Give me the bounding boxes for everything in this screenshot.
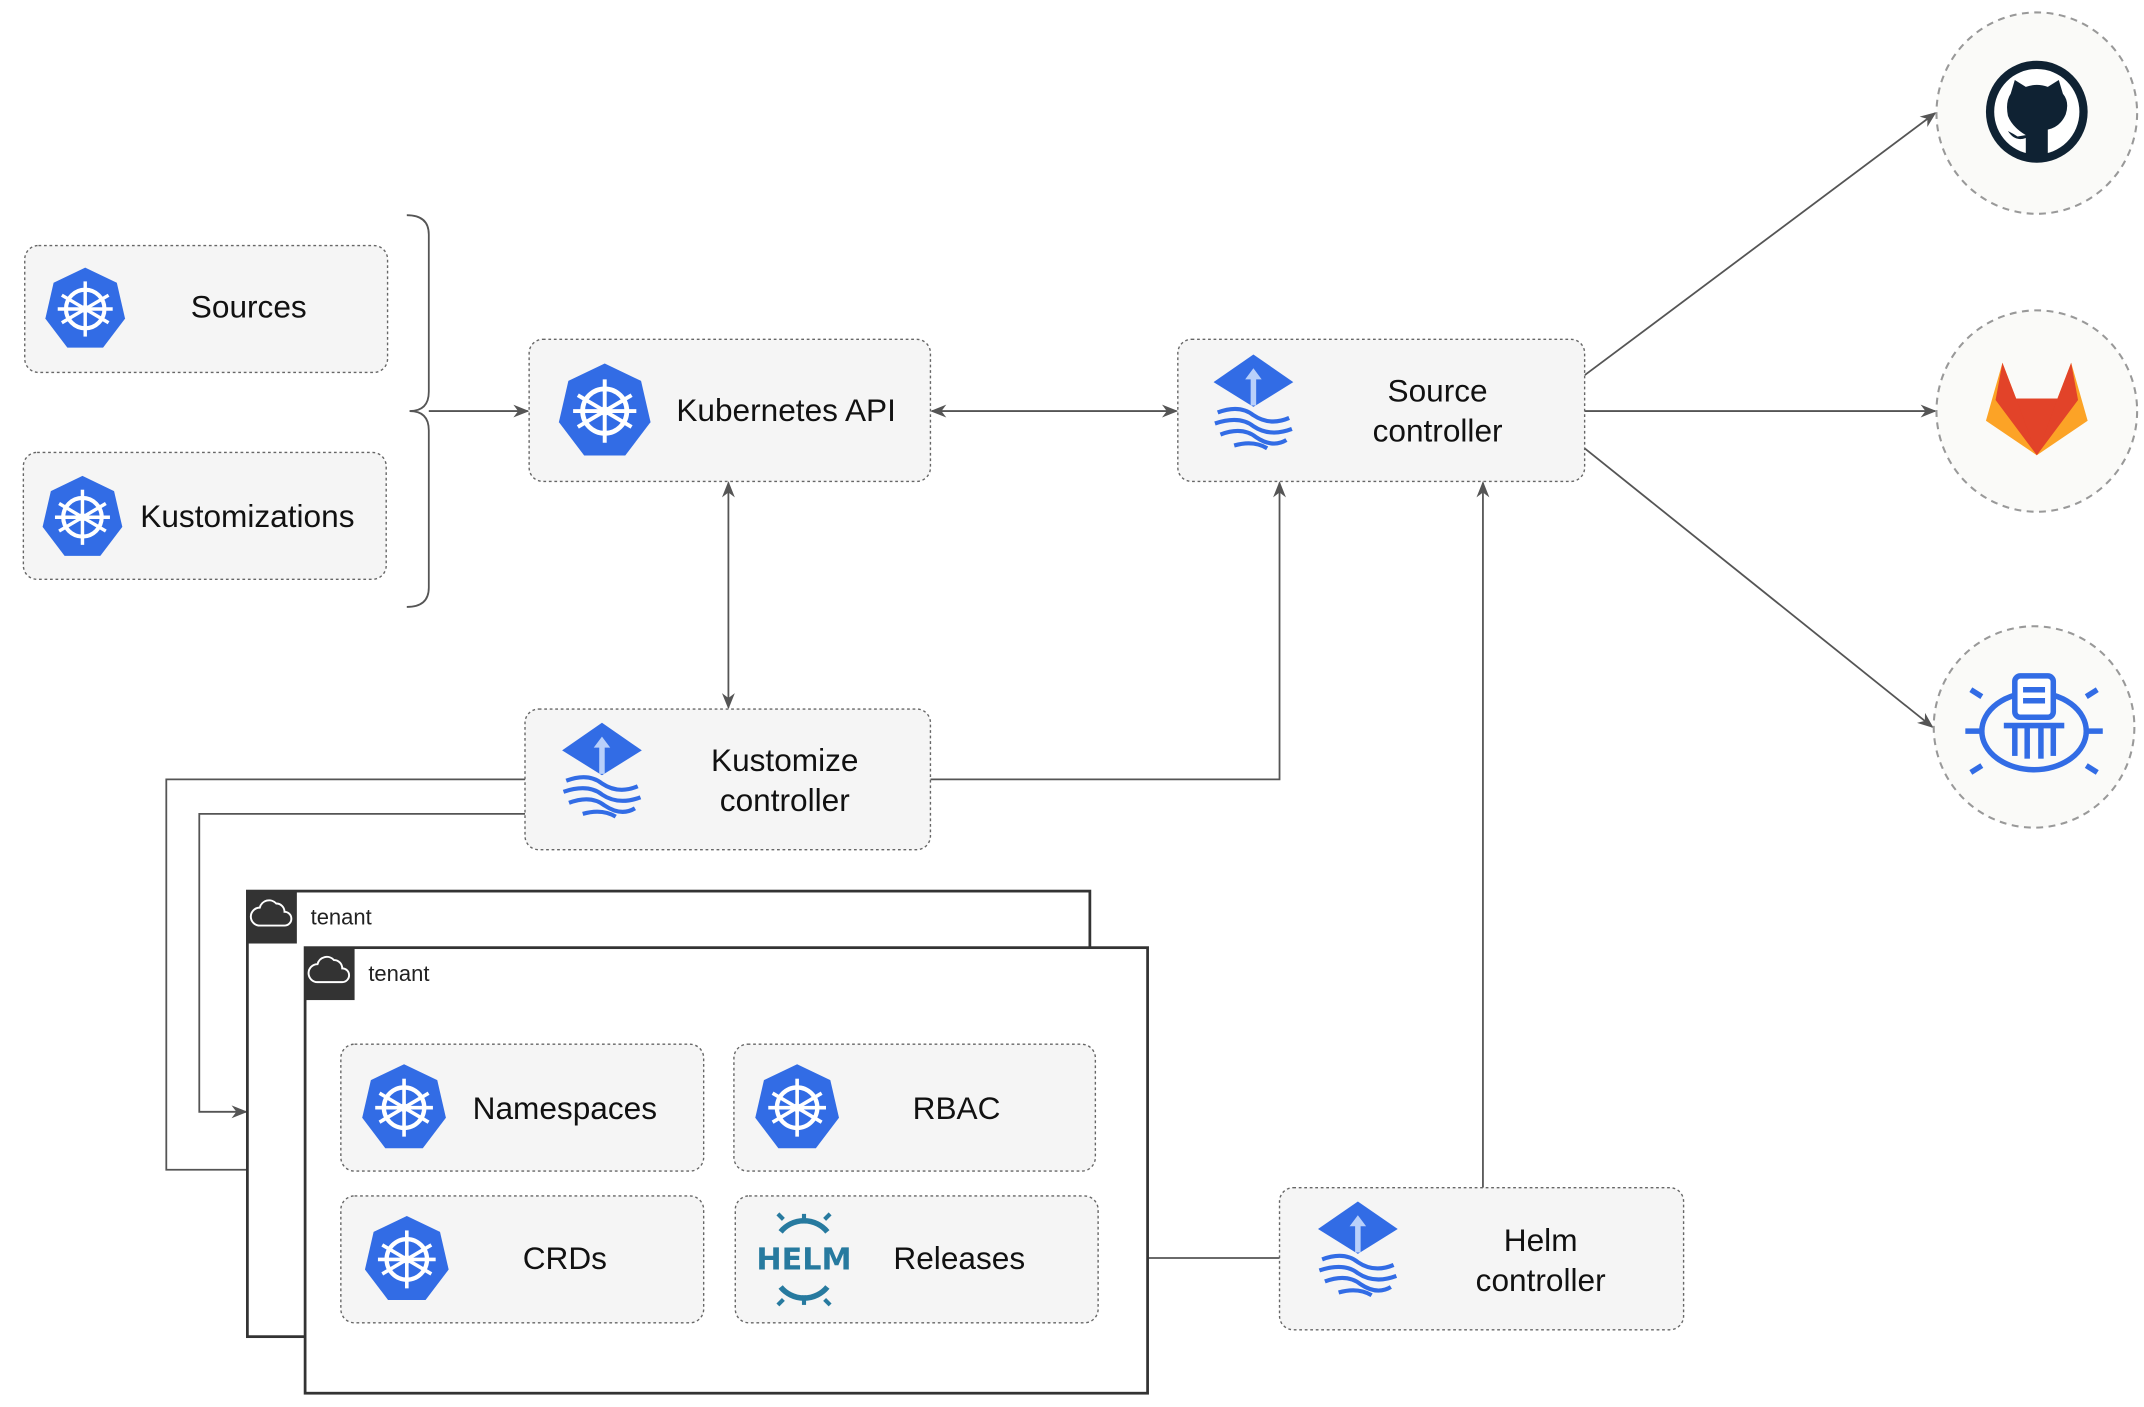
node-crds[interactable]: CRDs <box>340 1195 705 1324</box>
external-gitlab[interactable] <box>1935 309 2139 513</box>
node-sources[interactable]: Sources <box>24 244 389 374</box>
edge-source-to-github <box>1584 112 1937 376</box>
tenant-label: tenant <box>368 961 429 986</box>
node-rbac[interactable]: RBAC <box>733 1043 1097 1172</box>
node-kubernetes-api[interactable]: Kubernetes API <box>528 338 932 483</box>
label: Sources <box>191 288 307 324</box>
edge-kustomize-to-tenant-front <box>165 778 526 1177</box>
helm-icon: HELM <box>756 1212 852 1307</box>
node-namespaces[interactable]: Namespaces <box>340 1043 705 1172</box>
node-kustomizations[interactable]: Kustomizations <box>22 451 387 581</box>
label-line-1: Helm <box>1504 1222 1578 1258</box>
edge-kustomize-to-tenant-back <box>198 812 526 1119</box>
helm-repository-icon <box>1965 673 2103 775</box>
label-line-2: controller <box>1373 412 1503 448</box>
node-source-controller[interactable]: Source controller <box>1177 338 1586 483</box>
node-helm-controller[interactable]: Helm controller <box>1278 1186 1685 1331</box>
label: RBAC <box>913 1090 1001 1126</box>
label: Releases <box>893 1240 1025 1276</box>
gitlab-icon <box>1985 362 2088 456</box>
label: Kustomizations <box>140 498 354 534</box>
external-github[interactable] <box>1935 11 2139 215</box>
label-line-1: Source <box>1388 372 1488 408</box>
node-releases[interactable]: HELM Releases <box>734 1195 1099 1324</box>
brace <box>406 214 430 608</box>
node-kustomize-controller[interactable]: Kustomize controller <box>524 708 932 851</box>
label: CRDs <box>523 1240 607 1276</box>
svg-text:HELM: HELM <box>756 1242 851 1277</box>
github-icon <box>1985 60 2088 163</box>
label-line-2: controller <box>720 782 850 818</box>
edge-source-to-helm-repo <box>1584 447 1934 728</box>
edge-kustomize-to-source-controller <box>930 481 1286 781</box>
label-line-1: Kustomize <box>711 742 859 778</box>
label: Kubernetes API <box>676 392 896 428</box>
external-helm-repository[interactable] <box>1932 625 2136 829</box>
label: Namespaces <box>473 1090 657 1126</box>
label-line-2: controller <box>1476 1262 1606 1298</box>
tenant-label: tenant <box>311 904 372 929</box>
